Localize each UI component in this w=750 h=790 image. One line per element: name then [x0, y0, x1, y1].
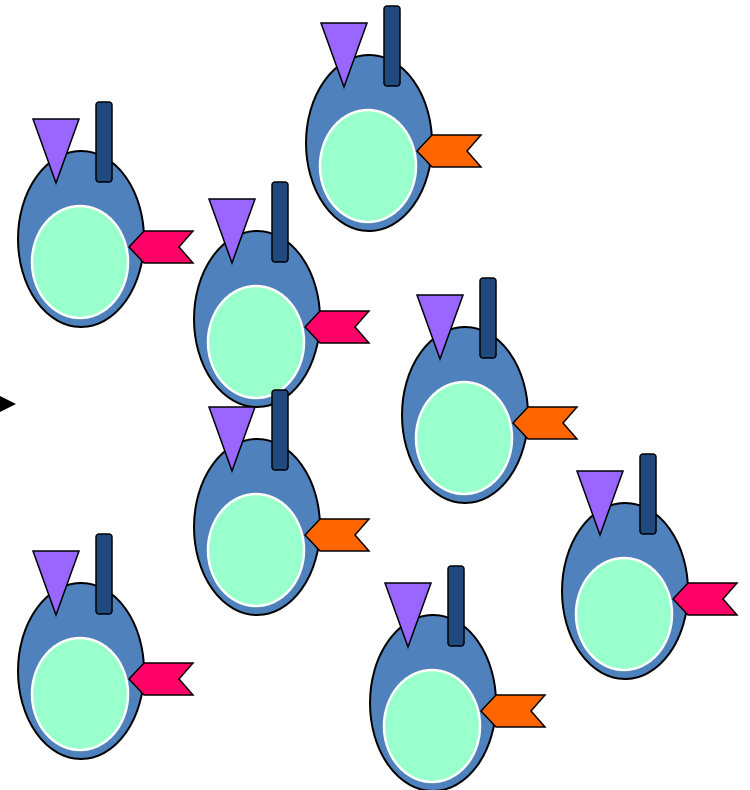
- cell-nucleus: [414, 380, 514, 496]
- flag-marker-pink: [303, 310, 371, 344]
- cells-layer: [17, 5, 739, 790]
- cell-nucleus: [574, 556, 674, 672]
- triangle-marker: [31, 550, 81, 618]
- triangle-marker: [31, 118, 81, 186]
- flag-marker-orange: [479, 694, 547, 728]
- flag-marker-orange: [415, 134, 483, 168]
- arrowhead-right-icon: [0, 396, 16, 412]
- cell-nucleus: [206, 284, 306, 400]
- flag-marker-pink: [127, 662, 195, 696]
- bar-marker: [447, 565, 465, 647]
- bar-marker: [271, 181, 289, 263]
- triangle-marker: [207, 198, 257, 266]
- cell-nucleus: [382, 668, 482, 784]
- cell-top-center: [305, 5, 483, 232]
- flag-marker-orange: [303, 518, 371, 552]
- bar-marker: [479, 277, 497, 359]
- cell-upper-left: [17, 101, 195, 328]
- triangle-marker: [319, 22, 369, 90]
- triangle-marker: [207, 406, 257, 474]
- cell-far-right: [561, 453, 739, 680]
- flag-marker-pink: [671, 582, 739, 616]
- flag-marker-pink: [127, 230, 195, 264]
- flag-marker-orange: [511, 406, 579, 440]
- cell-bottom-left: [17, 533, 195, 760]
- triangle-marker: [415, 294, 465, 362]
- cell-lower-middle: [193, 389, 371, 616]
- bar-marker: [95, 101, 113, 183]
- cell-middle: [193, 181, 371, 408]
- bar-marker: [271, 389, 289, 471]
- cell-nucleus: [318, 108, 418, 224]
- bar-marker: [639, 453, 657, 535]
- cell-bottom-center: [369, 565, 547, 790]
- bar-marker: [383, 5, 401, 87]
- cell-nucleus: [30, 204, 130, 320]
- cell-nucleus: [206, 492, 306, 608]
- cell-nucleus: [30, 636, 130, 752]
- bar-marker: [95, 533, 113, 615]
- triangle-marker: [575, 470, 625, 538]
- cell-right-middle: [401, 277, 579, 504]
- triangle-marker: [383, 582, 433, 650]
